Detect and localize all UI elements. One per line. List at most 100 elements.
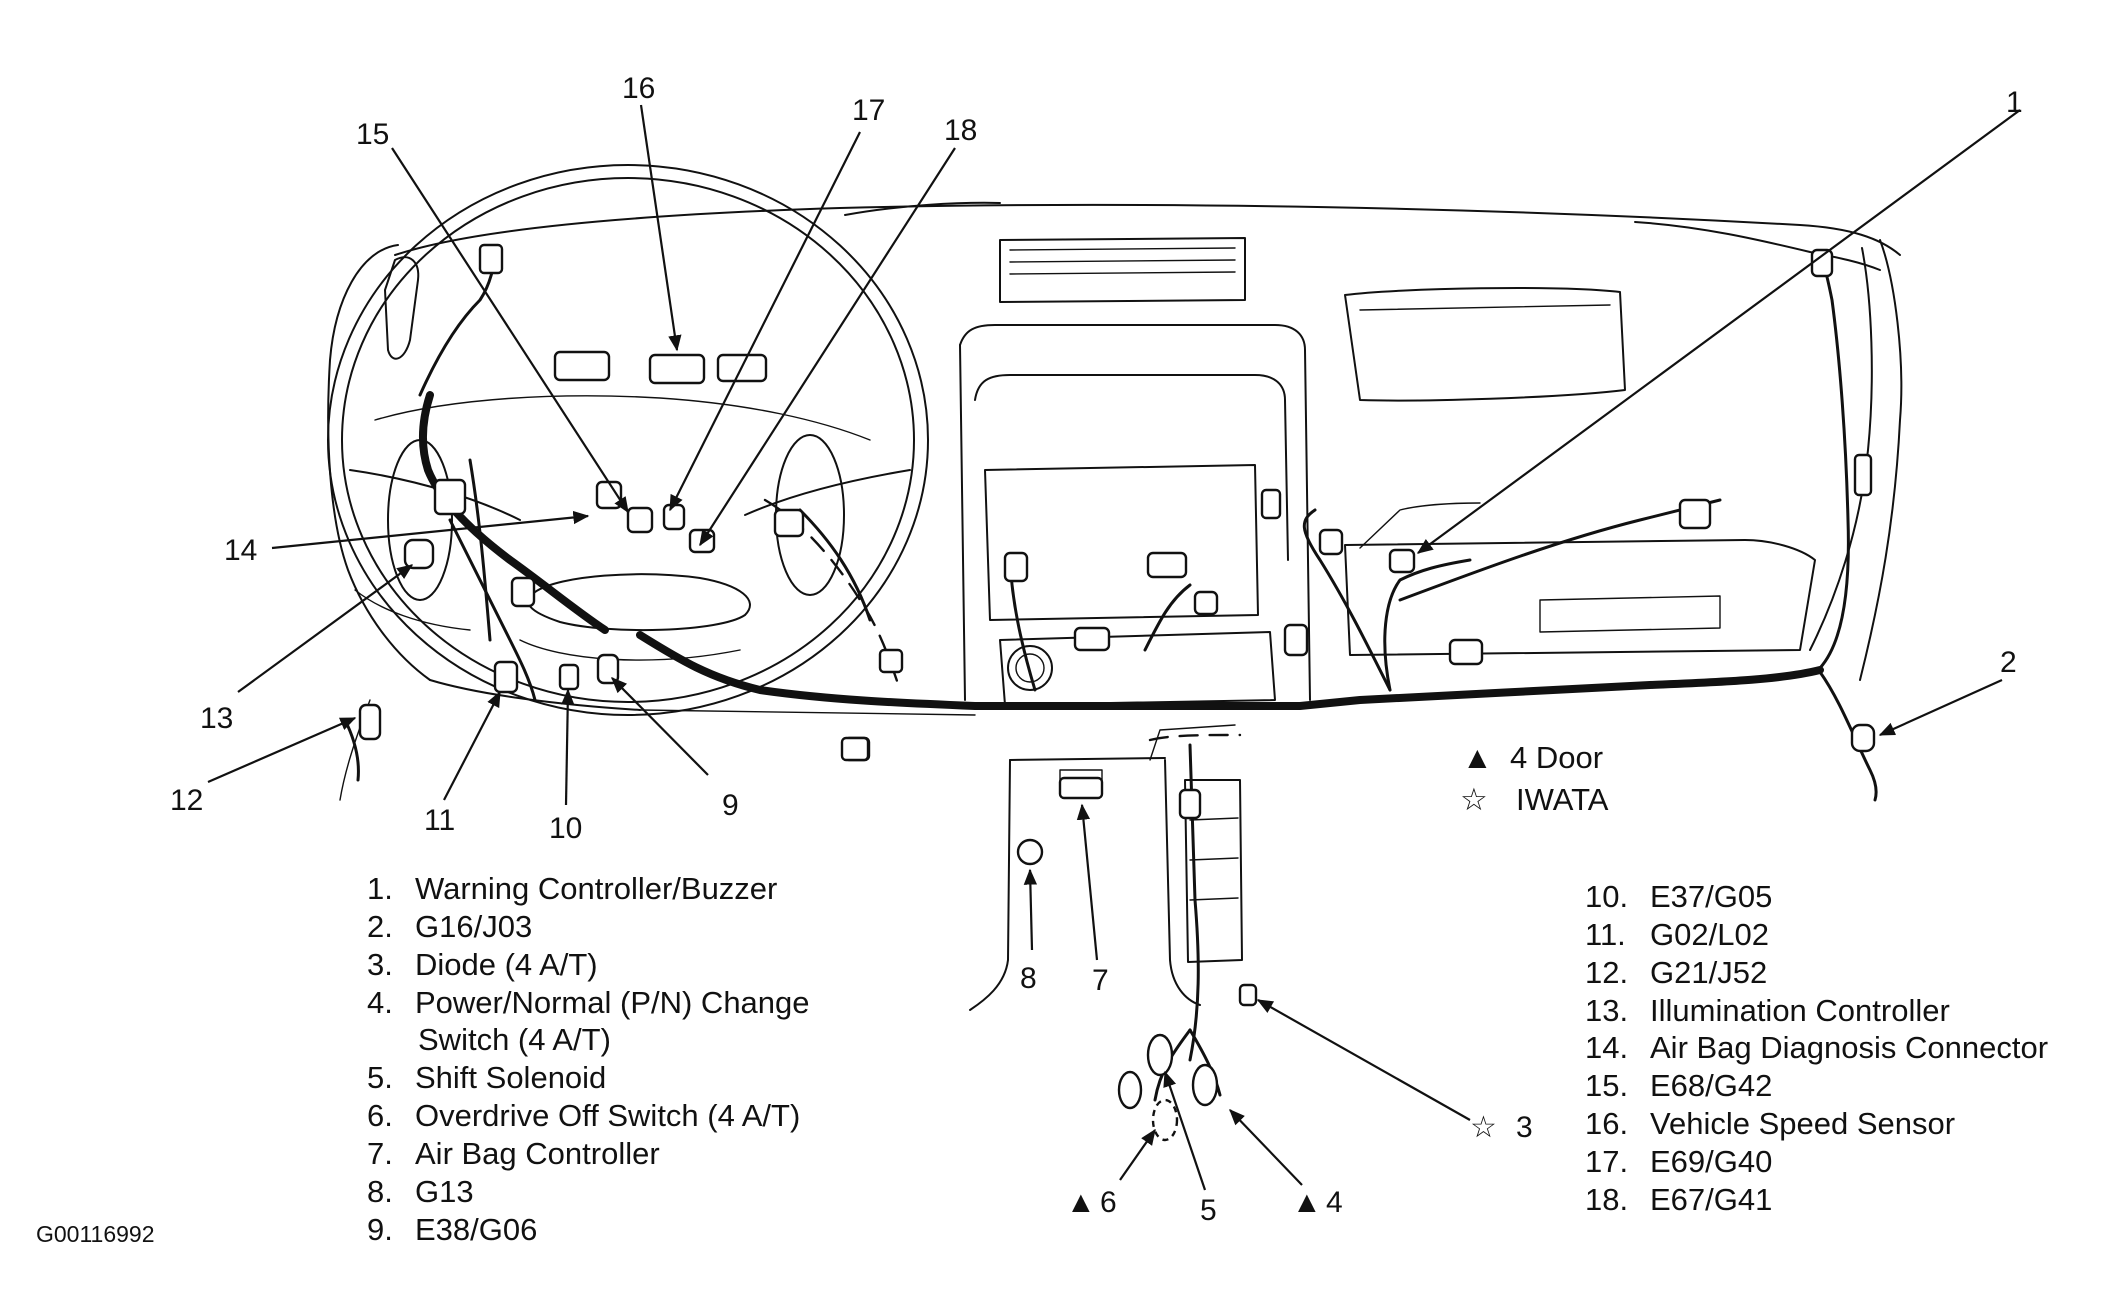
connector — [840, 736, 870, 762]
connector — [493, 660, 519, 694]
connector — [648, 353, 706, 385]
legend-num-4: 4. — [367, 985, 393, 1020]
connector — [1260, 488, 1282, 520]
cluster-hood — [374, 395, 871, 441]
wheel-spoke-right — [744, 469, 911, 516]
glove-box-handle — [1539, 595, 1721, 633]
connector — [1850, 723, 1876, 753]
legend-text-18: E67/G41 — [1650, 1182, 1772, 1217]
callout-2: 2 — [2000, 646, 2017, 679]
leader-7 — [1076, 803, 1099, 961]
leader-3 — [1256, 999, 1471, 1121]
legend-text-6: Overdrive Off Switch (4 A/T) — [415, 1098, 800, 1133]
legend-num-11: 11. — [1585, 917, 1626, 952]
legend-num-6: 6. — [367, 1098, 393, 1133]
legend-num-5: 5. — [367, 1060, 393, 1095]
legend-num-14: 14. — [1585, 1030, 1628, 1065]
wire-right-branch — [1398, 498, 1722, 602]
center-stack-inner — [974, 374, 1289, 561]
callout-18: 18 — [944, 114, 977, 147]
connector — [1810, 248, 1834, 278]
connector — [553, 350, 611, 382]
dash-right-top — [1634, 221, 1881, 271]
callout-6: 6 — [1100, 1186, 1117, 1219]
steering-wheel-outer — [327, 164, 929, 716]
clock-slots — [1009, 247, 1236, 275]
callout-4: 4 — [1326, 1186, 1343, 1219]
callout-12: 12 — [170, 784, 203, 817]
connector — [878, 648, 904, 674]
connector — [1388, 548, 1416, 574]
leader-2 — [1878, 678, 2003, 737]
connector — [558, 663, 580, 691]
leader-5 — [1163, 1070, 1207, 1191]
legend-left: 1. Warning Controller/Buzzer 2. G16/J03 … — [367, 871, 810, 1247]
connector — [1193, 590, 1219, 616]
wire-right-up — [1818, 256, 1850, 670]
wire-stack-branch — [1143, 583, 1192, 652]
connector — [1117, 1070, 1143, 1110]
wire-dashed-lower — [1148, 733, 1242, 742]
dash-right-end — [1859, 239, 1903, 681]
center-stack-outline — [959, 324, 1311, 701]
wire-center-up — [1302, 508, 1392, 692]
key-text-4-door: 4 Door — [1510, 740, 1603, 775]
leader-1 — [1416, 109, 2021, 554]
legend-text-10: E37/G05 — [1650, 879, 1772, 914]
wire-center-left — [798, 508, 872, 622]
legend-text-5: Shift Solenoid — [415, 1060, 606, 1095]
legend-num-18: 18. — [1585, 1182, 1628, 1217]
connector — [1151, 1098, 1179, 1142]
connector — [358, 703, 382, 741]
legend-num-10: 10. — [1585, 879, 1628, 914]
callout-4-symbol: ▲ — [1292, 1186, 1322, 1219]
legend-text-7: Air Bag Controller — [415, 1136, 660, 1171]
callout-17: 17 — [852, 94, 885, 127]
connector — [1238, 983, 1258, 1007]
leader-10 — [561, 688, 575, 806]
connector — [1016, 838, 1044, 866]
vent-right — [1344, 287, 1626, 402]
legend-num-7: 7. — [367, 1136, 393, 1171]
climate-panel — [999, 631, 1276, 706]
legend-num-2: 2. — [367, 909, 393, 944]
connector — [1178, 788, 1202, 820]
connector — [596, 653, 620, 685]
symbol-key: ▲ 4 Door ☆ IWATA — [1460, 740, 1609, 817]
legend-text-14: Air Bag Diagnosis Connector — [1650, 1030, 2048, 1065]
callout-10: 10 — [549, 812, 582, 845]
callout-7: 7 — [1092, 964, 1109, 997]
legend-text-1: Warning Controller/Buzzer — [415, 871, 777, 906]
wire-lower-branch — [1188, 743, 1200, 1062]
leader-9 — [611, 677, 709, 776]
legend-num-16: 16. — [1585, 1106, 1628, 1141]
center-stack-left — [959, 344, 966, 701]
callout-8: 8 — [1020, 962, 1037, 995]
leader-14 — [271, 510, 590, 550]
legend-text-11: G02/L02 — [1650, 917, 1769, 952]
leader-6 — [1119, 1128, 1156, 1181]
connector — [662, 503, 686, 531]
callout-13: 13 — [200, 702, 233, 735]
wire-shifter-2 — [1188, 1028, 1222, 1097]
connector — [626, 506, 654, 534]
wire-glovebox — [1383, 558, 1472, 692]
leader-16 — [639, 104, 682, 352]
lower-console-left — [969, 759, 1011, 1011]
callout-6-symbol: ▲ — [1066, 1186, 1096, 1219]
key-symbol-4-door: ▲ — [1462, 740, 1493, 775]
legend-text-13: Illumination Controller — [1650, 993, 1950, 1028]
leader-15 — [391, 147, 629, 514]
console-side-line — [1149, 724, 1236, 761]
legend-num-9: 9. — [367, 1212, 393, 1247]
dash-right-inner — [1809, 247, 1873, 651]
connector — [1448, 638, 1484, 666]
wire-right-drop — [1818, 670, 1878, 802]
legend-right: 10. E37/G05 11. G02/L02 12. G21/J52 13. … — [1585, 879, 2048, 1217]
connector — [1146, 1033, 1174, 1077]
legend-text-4-cont: Switch (4 A/T) — [418, 1022, 611, 1057]
connector — [478, 243, 504, 275]
steering-wheel-inner — [341, 177, 915, 703]
leader-12 — [207, 716, 357, 784]
